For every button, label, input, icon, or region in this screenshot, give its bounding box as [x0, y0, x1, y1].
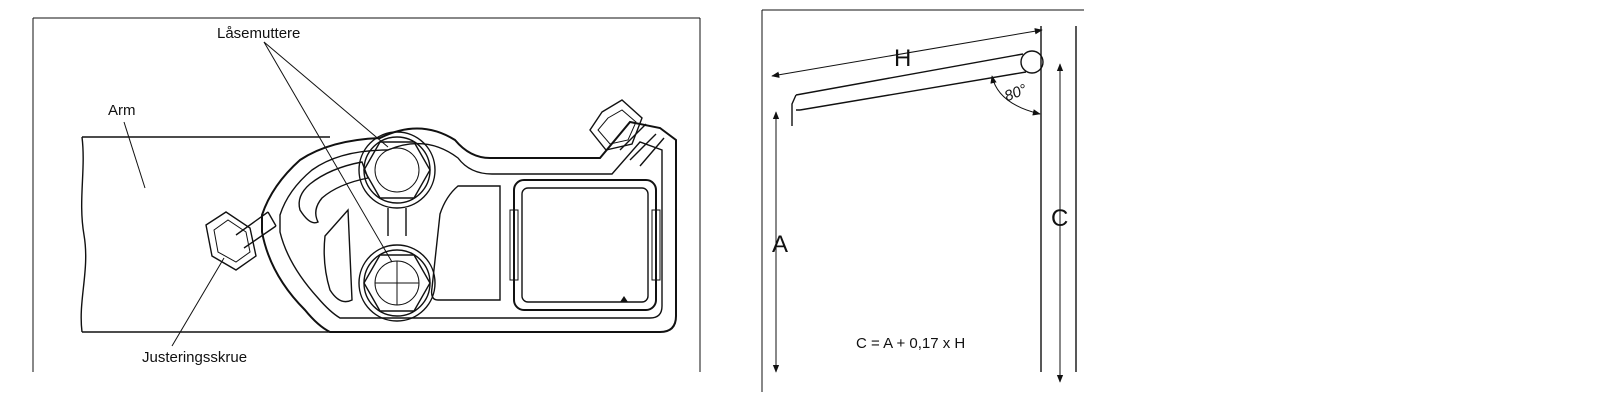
lock-nut-leader-lower	[263, 41, 393, 263]
bracket-detail-diagram: Låsemuttere Arm Justeringsskrue	[0, 0, 740, 408]
upper-lock-nut	[358, 131, 436, 209]
formula-text: C = A + 0,17 x H	[856, 335, 965, 352]
bracket-body	[261, 120, 677, 333]
lower-lock-nut	[358, 244, 436, 322]
adjust-screw-leader	[171, 257, 225, 347]
arm-label: Arm	[108, 102, 136, 119]
bracket-drawing: Låsemuttere Arm Justeringsskrue	[32, 17, 701, 372]
adjust-screw-label: Justeringsskrue	[142, 349, 247, 366]
nut-web	[387, 208, 407, 236]
h-dimension-line	[771, 28, 1043, 78]
angle-label: 80°	[1002, 81, 1029, 105]
arm-leader	[123, 121, 146, 189]
lock-nuts-label: Låsemuttere	[217, 25, 300, 42]
angle-arc	[990, 75, 1041, 116]
bracket-lower-cutout	[323, 208, 353, 303]
lock-nut-leader-upper	[263, 41, 389, 148]
square-profile	[509, 179, 661, 311]
c-dimension-label: C	[1051, 205, 1068, 232]
arm-break-line	[80, 136, 87, 333]
arm-pivot	[1020, 50, 1044, 74]
awning-geometry-diagram: H 80° A C C = A + 0,17 x H	[760, 0, 1100, 408]
a-dimension-label: A	[772, 231, 788, 258]
geometry-drawing: H 80° A C C = A + 0,17 x H	[761, 9, 1084, 392]
adjusting-screw	[205, 211, 277, 271]
bracket-curved-slot	[298, 161, 369, 224]
bracket-web-opening	[430, 185, 501, 301]
bracket-inner-outline	[279, 141, 663, 319]
h-dimension-label: H	[894, 45, 911, 72]
upper-adjuster-nut	[589, 99, 665, 167]
